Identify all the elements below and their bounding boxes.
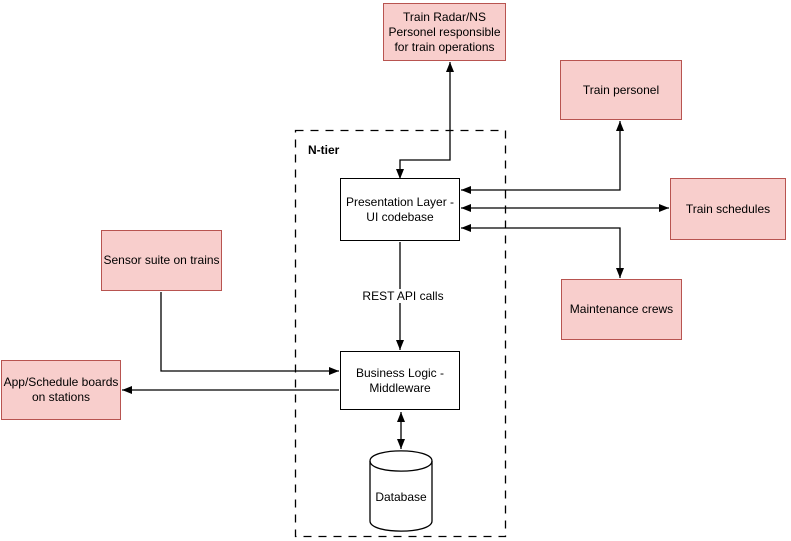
ntier-label: N-tier <box>308 143 340 157</box>
node-sensor-suite: Sensor suite on trains <box>101 230 222 291</box>
node-train-personel: Train personel <box>560 60 682 120</box>
edge-label-rest-api: REST API calls <box>359 289 447 304</box>
node-app-schedule-boards: App/Schedule boards on stations <box>1 360 121 420</box>
node-maintenance-crews: Maintenance crews <box>561 279 682 340</box>
node-business-logic: Business Logic - Middleware <box>340 351 460 410</box>
database-cylinder <box>369 450 433 532</box>
edge-presentation-maintenance-crews <box>461 224 624 278</box>
edge-presentation-train-radar <box>396 62 454 179</box>
node-train-radar: Train Radar/NS Personel responsible for … <box>383 3 506 61</box>
edge-presentation-train-personel <box>461 121 624 194</box>
edge-sensor-suite-business-logic <box>160 292 339 375</box>
node-presentation-layer: Presentation Layer - UI codebase <box>340 178 460 241</box>
node-train-schedules: Train schedules <box>670 178 786 240</box>
database-label: Database <box>375 490 427 504</box>
database-cylinder-rim <box>369 460 433 472</box>
